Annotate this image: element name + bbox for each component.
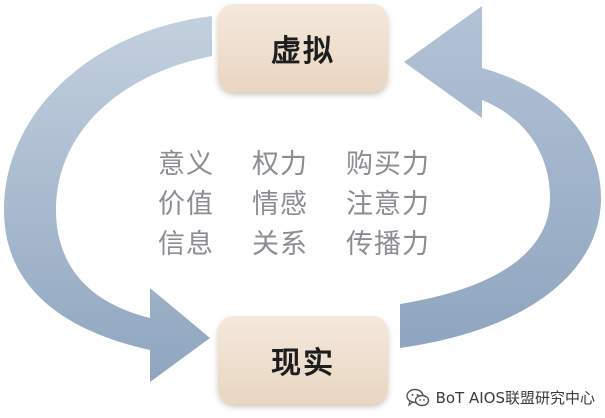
node-reality-label: 现实 [271,346,335,381]
wechat-icon [405,388,429,406]
concept-term: 购买力 [346,149,430,180]
concept-term: 意义 [158,149,214,180]
watermark: BoT AIOS联盟研究中心 [405,387,595,408]
concept-term: 传播力 [346,229,430,260]
left-cycle-arrow [4,16,212,382]
concept-term: 信息 [158,229,214,260]
node-virtual-label: 虚拟 [271,34,335,69]
concept-term: 情感 [252,189,308,220]
right-cycle-arrow [400,6,601,348]
concept-grid: 意义 权力 购买力 价值 情感 注意力 信息 关系 传播力 [158,148,446,262]
concept-term: 关系 [252,229,308,260]
node-virtual: 虚拟 [218,4,388,92]
concept-term: 注意力 [346,189,430,220]
watermark-text: BoT AIOS联盟研究中心 [435,389,595,407]
concept-term: 权力 [252,149,308,180]
concept-term: 价值 [158,189,214,220]
node-reality: 现实 [218,316,388,404]
